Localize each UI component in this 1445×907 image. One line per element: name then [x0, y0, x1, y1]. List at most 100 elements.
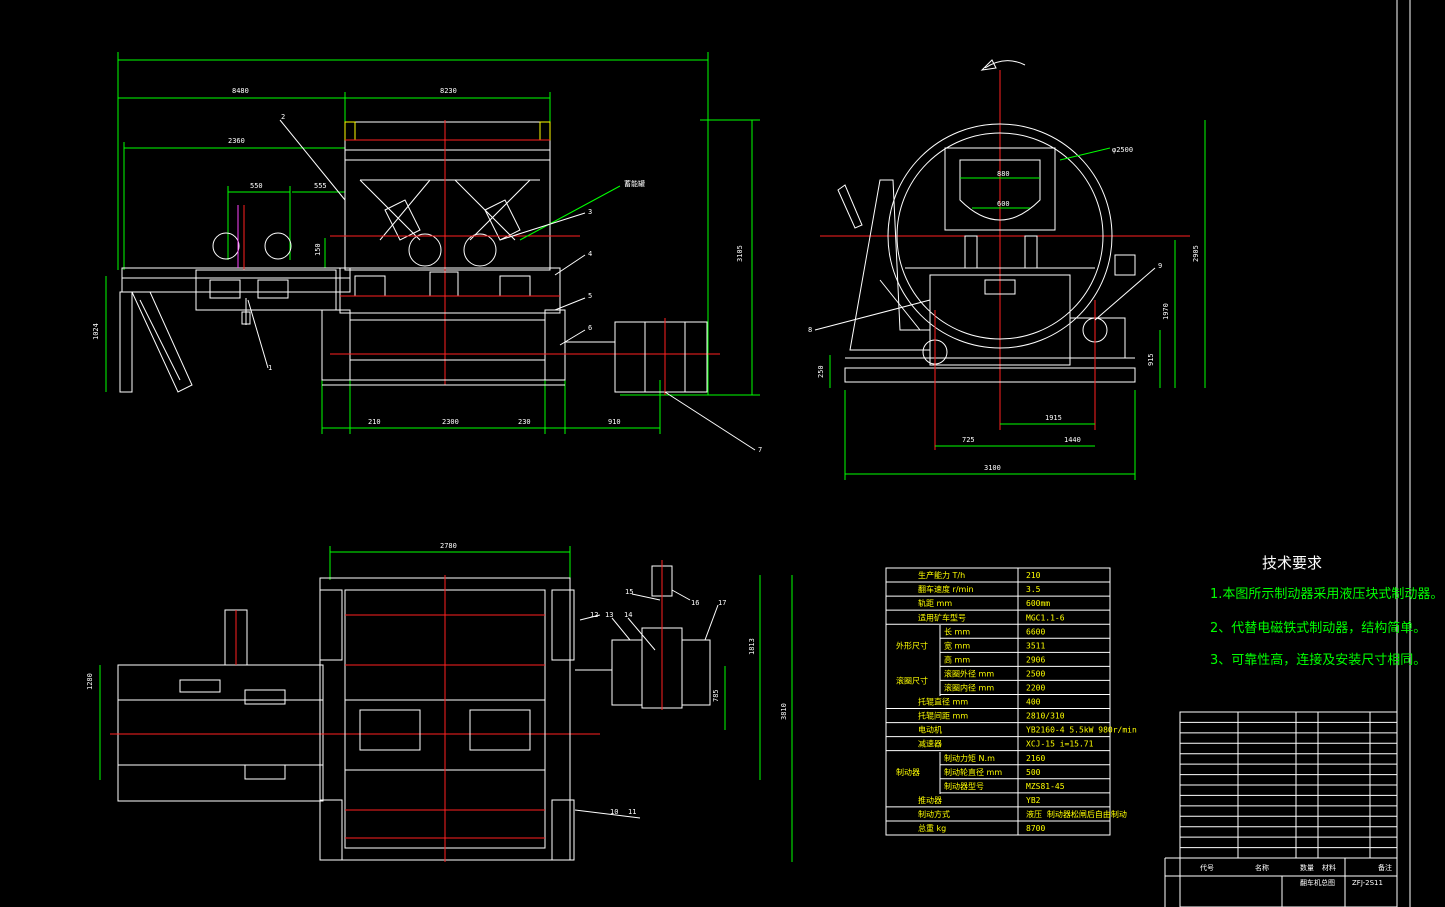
- plan-view: 2780 1280 1813 3810 785: [86, 542, 793, 862]
- spec-value: XCJ-15 i=15.71: [1026, 740, 1094, 749]
- plan-part-11: 11: [628, 808, 636, 816]
- plan-part-17: 17: [718, 599, 726, 607]
- spec-value: 500: [1026, 768, 1041, 777]
- spec-key: 电动机: [918, 725, 942, 735]
- spec-value: 2200: [1026, 684, 1045, 693]
- spec-group-label: 制动器: [896, 767, 920, 777]
- side-dim-2905: 2905: [1192, 245, 1200, 262]
- part-label-3: 3: [588, 208, 592, 216]
- spec-value: 2810/310: [1026, 712, 1065, 721]
- side-dim-725: 725: [962, 436, 975, 444]
- dim-bottom-1: 210: [368, 418, 381, 426]
- side-dim-1915: 1915: [1045, 414, 1062, 422]
- spec-key: 适用矿车型号: [918, 612, 966, 622]
- dim-vert-2: 1024: [92, 323, 100, 340]
- tb-col-code: 代号: [1200, 863, 1214, 872]
- plan-part-13: 13: [605, 611, 613, 619]
- side-part-9: 9: [1158, 262, 1162, 270]
- spec-table: 生产能力 T/h 210 翻车速度 r/min 3.5 轨距 mm 600mm 适用矿车型号…: [885, 567, 1137, 836]
- dim-vert-1: 3105: [736, 245, 744, 262]
- spec-group-label: 滚圈尺寸: [896, 675, 928, 685]
- plan-dim-1813: 1813: [748, 638, 756, 655]
- tech-requirements: 技术要求 1.本图所示制动器采用液压块式制动器。 2、代替电磁铁式制动器，结构简…: [1210, 554, 1443, 668]
- plan-dim-785: 785: [712, 689, 720, 702]
- tech-req-item-1: 1.本图所示制动器采用液压块式制动器。: [1210, 587, 1443, 602]
- plan-part-16: 16: [691, 599, 699, 607]
- dim-small-2: 555: [314, 182, 327, 190]
- spec-key: 宽 mm: [944, 640, 970, 650]
- spec-key: 翻车速度 r/min: [918, 584, 974, 594]
- part-label-1: 1: [268, 364, 272, 372]
- side-dim-250: 250: [817, 365, 825, 378]
- side-dim-1440: 1440: [1064, 436, 1081, 444]
- spec-group-label: 外形尺寸: [896, 640, 928, 650]
- side-dim-3100: 3100: [984, 464, 1001, 472]
- spec-value: MZS81-45: [1026, 782, 1065, 791]
- dim-bottom-3: 230: [518, 418, 531, 426]
- plan-part-12: 12: [590, 611, 598, 619]
- spec-value: 2500: [1026, 669, 1045, 678]
- side-dim-600: 600: [997, 200, 1010, 208]
- spec-value: 210: [1026, 571, 1041, 580]
- plan-dim-3810: 3810: [780, 703, 788, 720]
- note-accumulator: 蓄能罐: [624, 179, 645, 188]
- part-label-7: 7: [758, 446, 762, 454]
- spec-key: 制动力矩 N.m: [944, 753, 995, 763]
- spec-value: 600mm: [1026, 599, 1050, 608]
- spec-value: 8700: [1026, 824, 1045, 833]
- spec-value: 6600: [1026, 627, 1045, 636]
- spec-value: 液压 制动器松闸后自由制动: [1026, 809, 1127, 819]
- tb-col-name: 名称: [1255, 863, 1269, 872]
- spec-value: 2160: [1026, 754, 1045, 763]
- side-dim-915: 915: [1147, 353, 1155, 366]
- tech-req-item-3: 3、可靠性高，连接及安装尺寸相同。: [1210, 652, 1426, 668]
- plan-part-10: 10: [610, 808, 618, 816]
- part-label-5: 5: [588, 292, 592, 300]
- spec-key: 托辊直径 mm: [918, 697, 968, 707]
- tb-col-material: 材料: [1322, 863, 1336, 872]
- dim-top-1: 8480: [232, 87, 249, 95]
- tech-req-item-2: 2、代替电磁铁式制动器，结构简单。: [1210, 620, 1426, 636]
- dim-small-1: 550: [250, 182, 263, 190]
- plan-dim-2780: 2780: [440, 542, 457, 550]
- spec-value: 400: [1026, 698, 1041, 707]
- tb-col-qty: 数量: [1300, 863, 1314, 872]
- spec-value: YB2160-4 5.5kW 980r/min: [1026, 726, 1137, 735]
- spec-key: 托辊间距 mm: [918, 711, 968, 721]
- spec-key: 推动器: [918, 795, 942, 805]
- side-dim-1970: 1970: [1162, 303, 1170, 320]
- plan-part-14: 14: [624, 611, 632, 619]
- spec-value: 3511: [1026, 641, 1045, 650]
- spec-key: 滚圈外径 mm: [944, 668, 994, 678]
- spec-key: 制动轮直径 mm: [944, 767, 1002, 777]
- spec-key: 长 mm: [944, 626, 970, 636]
- spec-key: 生产能力 T/h: [918, 570, 965, 580]
- dim-top-2: 8230: [440, 87, 457, 95]
- tb-col-remark: 备注: [1378, 863, 1392, 872]
- part-label-2: 2: [281, 113, 285, 121]
- spec-key: 轨距 mm: [918, 598, 952, 608]
- plan-dim-1280: 1280: [86, 673, 94, 690]
- spec-value: 2906: [1026, 655, 1045, 664]
- side-part-8: 8: [808, 326, 812, 334]
- spec-key: 减速器: [918, 739, 942, 749]
- part-label-4: 4: [588, 250, 592, 258]
- spec-key: 制动器型号: [944, 781, 984, 791]
- side-view: 880 600 φ2500 2905 1970 915 250 1915 725…: [808, 59, 1206, 480]
- spec-key: 滚圈内径 mm: [944, 683, 994, 693]
- dim-mid-1: 2360: [228, 137, 245, 145]
- dim-bottom-2: 2300: [442, 418, 459, 426]
- plan-part-15: 15: [625, 588, 633, 596]
- side-dim-880: 880: [997, 170, 1010, 178]
- spec-key: 高 mm: [944, 654, 970, 664]
- title-block: 代号 名称 数量 材料 备注 翻车机总图 ZFJ-2S11: [1164, 711, 1398, 907]
- spec-key: 制动方式: [918, 809, 950, 819]
- part-label-6: 6: [588, 324, 592, 332]
- dim-bottom-4: 910: [608, 418, 621, 426]
- spec-value: YB2: [1026, 796, 1041, 805]
- spec-value: MGC1.1-6: [1026, 613, 1065, 622]
- tb-drawing-no: ZFJ-2S11: [1352, 879, 1383, 887]
- spec-value: 3.5: [1026, 585, 1041, 594]
- dim-vert-3: 150: [314, 243, 322, 256]
